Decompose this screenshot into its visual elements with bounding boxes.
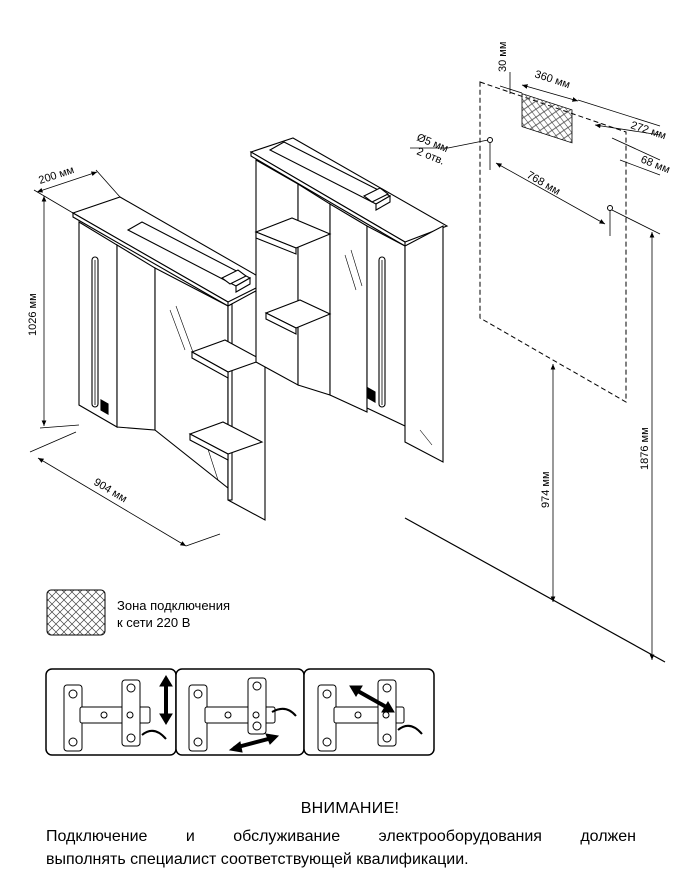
hinge-vertical-adjust-icon (63, 675, 173, 752)
mount-hole-left (487, 137, 493, 143)
dim-height: 1026 мм (27, 293, 39, 336)
hinge-panels (45, 668, 435, 756)
dimension-lines (29, 72, 661, 660)
dim-hole-spacing: 768 мм (525, 169, 563, 198)
legend-line-1: Зона подключения (117, 598, 231, 613)
dim-socket-side: 272 мм (629, 119, 667, 142)
warning-line-1: Подключение и обслуживание электрооборуд… (46, 828, 636, 845)
hinge-horizontal-adjust-icon (188, 677, 297, 753)
dim-hole-height: 974 мм (540, 471, 552, 508)
hinge-depth-adjust-icon (317, 679, 423, 752)
dim-depth: 200 мм (37, 164, 75, 187)
socket-zone (521, 93, 573, 144)
floor-line (404, 517, 666, 663)
legend-label: Зона подключения к сети 220 В (117, 597, 230, 631)
mount-hole-right (607, 205, 613, 211)
legend-swatch (46, 589, 106, 636)
dim-socket-top: 30 мм (497, 42, 509, 72)
legend-line-2: к сети 220 В (117, 615, 191, 630)
dim-socket-width: 360 мм (533, 68, 571, 91)
warning-line-2: выполнять специалист соответствующей ква… (46, 851, 469, 868)
warning-title: ВНИМАНИЕ! (300, 800, 400, 817)
dim-total-height: 1876 мм (639, 427, 651, 470)
warning-text: Подключение и обслуживание электрооборуд… (46, 825, 636, 871)
wall-outline (479, 81, 627, 403)
left-cabinet (71, 196, 270, 521)
right-cabinet (249, 137, 449, 463)
